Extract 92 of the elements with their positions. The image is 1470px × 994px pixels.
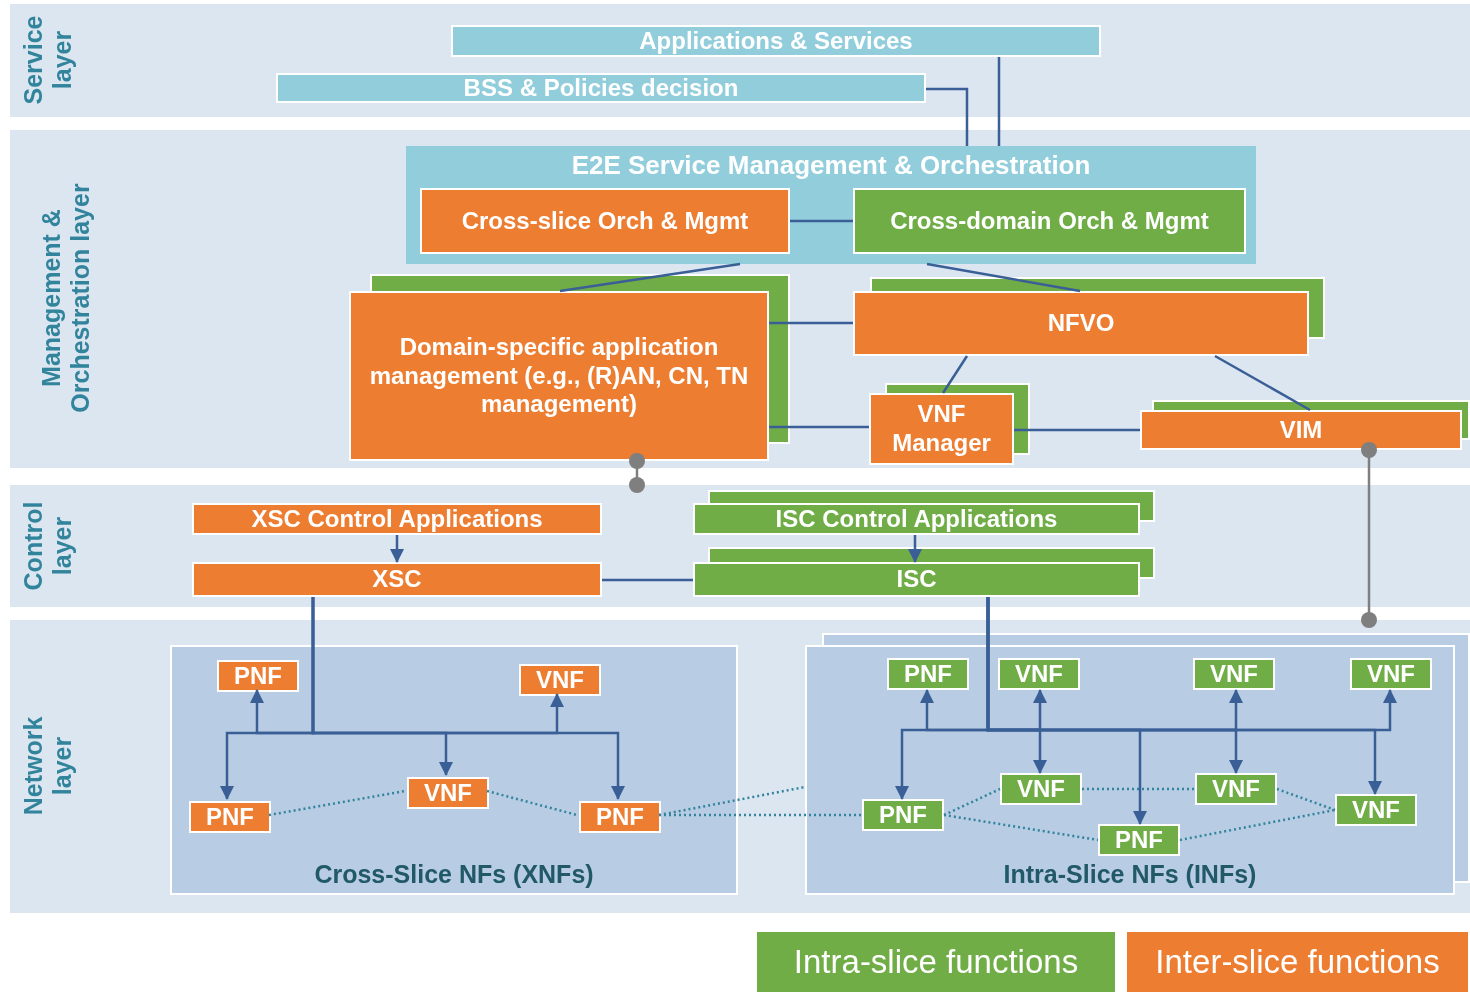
connector-line: [926, 87, 969, 146]
dotted-link: [658, 785, 806, 817]
process-box: [853, 188, 1246, 254]
box-label: VNF: [1210, 659, 1258, 689]
connector-line: [1014, 428, 1140, 432]
connector-line: [559, 262, 741, 293]
legend-label: Intra-slice functions: [793, 943, 1079, 981]
box-label: VNF: [1352, 795, 1400, 825]
box-label: ISC: [896, 565, 937, 594]
box-label: VNF Manager: [891, 400, 992, 458]
box-label: VNF: [1017, 774, 1065, 804]
group-panel: [170, 645, 738, 895]
process-box: [1195, 773, 1277, 805]
box-label: ISC Control Applications: [775, 504, 1058, 534]
box-label: Applications & Services: [639, 26, 913, 56]
process-box: [887, 658, 969, 690]
process-box: [1193, 658, 1275, 690]
stacked-process-box: [1140, 400, 1470, 450]
process-box: [406, 146, 1256, 264]
dotted-link: [1179, 808, 1336, 842]
process-box: [451, 25, 1101, 57]
legend-label: Inter-slice functions: [1155, 943, 1440, 981]
process-box: [192, 562, 602, 597]
stacked-process-box: [693, 547, 1155, 597]
group-label: Cross-Slice NFs (XNFs): [314, 859, 594, 889]
box-label: Cross-domain Orch & Mgmt: [890, 206, 1209, 236]
process-box: [217, 660, 299, 692]
arrow: [908, 535, 922, 563]
group-label: Intra-Slice NFs (INFs): [1003, 859, 1257, 889]
connector-line: [1214, 354, 1311, 412]
box-label: PNF: [1115, 825, 1163, 855]
connector-line: [602, 578, 693, 582]
box-label: VNF: [1367, 659, 1415, 689]
box-label: VNF: [424, 778, 472, 808]
box-label: VIM: [1279, 415, 1323, 445]
stacked-process-box: [869, 383, 1030, 465]
box-label: VNF: [1015, 659, 1063, 689]
process-box: [1000, 773, 1082, 805]
dotted-link: [943, 813, 1099, 842]
process-box: [420, 188, 790, 254]
dotted-link: [1082, 787, 1195, 791]
box-label: PNF: [904, 659, 952, 689]
connector-line: [941, 355, 969, 394]
process-box: [189, 801, 271, 833]
box-label: XSC Control Applications: [251, 504, 543, 534]
process-box: [1335, 794, 1417, 826]
dotted-link: [943, 787, 1001, 817]
stacked-process-box: [349, 274, 790, 461]
process-box: [519, 664, 601, 696]
process-box: [1098, 824, 1180, 856]
box-label: VNF: [1212, 774, 1260, 804]
connector-line: [769, 321, 853, 325]
process-box: [579, 801, 661, 833]
box-label: Cross-slice Orch & Mgmt: [461, 206, 749, 236]
layer-label: Management & Orchestration layer: [36, 183, 95, 413]
box-label: PNF: [596, 802, 644, 832]
stacked-process-box: [693, 490, 1155, 535]
layer-label: Service layer: [18, 14, 77, 107]
connector-line: [997, 57, 1001, 146]
dotted-link: [268, 789, 406, 817]
box-label: E2E Service Management & Orchestration: [571, 150, 1091, 182]
dotted-link: [659, 813, 862, 817]
box-label: XSC: [372, 565, 422, 594]
arrow: [311, 597, 625, 800]
layer-label: Network layer: [18, 715, 77, 818]
connector-line: [769, 425, 869, 429]
process-box: [192, 503, 602, 535]
stacked-process-box: [853, 277, 1325, 356]
box-label: PNF: [879, 800, 927, 830]
box-label: PNF: [234, 661, 282, 691]
dotted-link: [1276, 787, 1336, 812]
box-label: VNF: [536, 665, 584, 695]
process-box: [998, 658, 1080, 690]
box-label: NFVO: [1047, 309, 1115, 338]
process-box: [862, 799, 944, 831]
dotted-link: [486, 789, 578, 817]
layer-band: [10, 130, 1470, 468]
process-box: [407, 777, 489, 809]
layer-label: Control layer: [18, 500, 77, 593]
box-label: Domain-specific application management (e.g., (R)AN, CN, TN management): [368, 332, 750, 420]
arrow: [390, 535, 404, 563]
layer-band: [10, 485, 1470, 607]
dot-ended-line: [1361, 442, 1377, 628]
stacked-group-panel: [805, 633, 1470, 895]
process-box: [1350, 658, 1432, 690]
dot-ended-line: [629, 453, 645, 493]
connector-line: [790, 219, 853, 223]
box-label: BSS & Policies decision: [463, 73, 739, 103]
layer-band: [10, 620, 1470, 913]
box-label: PNF: [206, 802, 254, 832]
layer-band: [10, 4, 1470, 117]
process-box: [276, 73, 926, 103]
